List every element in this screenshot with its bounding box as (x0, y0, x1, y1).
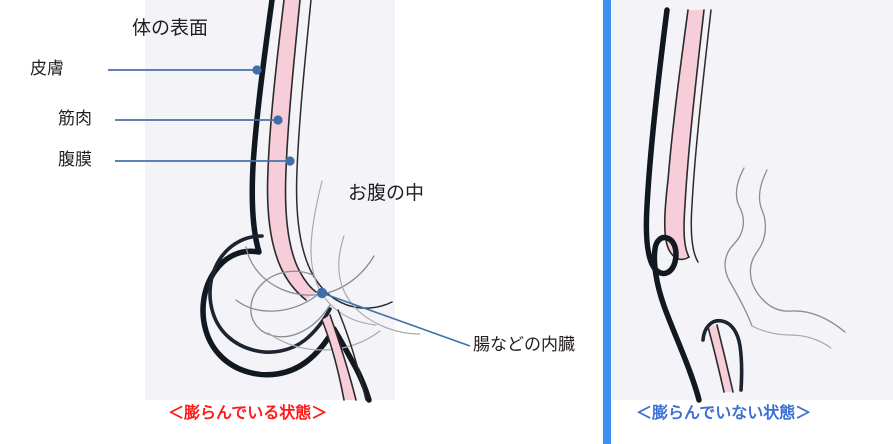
muscle-stub-fill-right (708, 325, 733, 392)
label-skin: 皮膚 (30, 59, 64, 79)
subcutaneous-line (208, 234, 332, 354)
muscle-layer-lower-fill (322, 315, 356, 400)
intestine-free-1-right (724, 167, 753, 327)
dot-skin (252, 65, 262, 75)
label-muscle: 筋肉 (58, 109, 92, 129)
intestine-free-2-right (749, 169, 846, 333)
intestine-loop-3 (310, 180, 377, 326)
right-anatomy-illustration (643, 7, 846, 403)
dot-peritoneum (285, 156, 295, 166)
peritoneum-lower-line (337, 309, 367, 401)
muscle-layer-upper-outline-inner (284, 0, 317, 293)
dot-muscle (273, 115, 283, 125)
hernia-sac-contour (250, 270, 331, 338)
leader-organs (321, 292, 471, 347)
intestine-free-3-right (751, 325, 832, 349)
intestine-loop-2 (235, 295, 317, 312)
label-inside-abdomen: お腹の中 (348, 182, 425, 204)
skin-line (200, 0, 372, 403)
muscle-layer-lower-outline-inner (329, 314, 357, 401)
dot-organs (316, 287, 328, 299)
label-organs: 腸などの内臓 (473, 335, 575, 355)
label-peritoneum: 腹膜 (58, 150, 92, 170)
muscle-stub-outline-right (707, 326, 725, 393)
peritoneum-line-right (690, 9, 712, 263)
muscle-layer-fill-right (664, 10, 704, 260)
intestine-loop-1 (245, 246, 375, 296)
panel-divider (603, 0, 611, 444)
caption-non-bulging-state: ＜膨らんでいない状態＞ (636, 403, 812, 422)
intestine-loop-5 (267, 330, 381, 351)
skin-line-right (643, 7, 702, 403)
peritoneum-line (295, 0, 393, 309)
muscle-layer-upper-fill (267, 0, 316, 300)
muscle-stub-cap-right (701, 318, 744, 392)
label-body-surface: 体の表面 (132, 17, 209, 39)
intestine-loop-4 (338, 235, 421, 335)
muscle-stub-outline-inner-right (716, 324, 734, 393)
muscle-layer-lower-outline (321, 319, 345, 401)
caption-bulging-state: ＜膨らんでいる状態＞ (168, 403, 328, 422)
left-anatomy-illustration (108, 0, 471, 403)
muscle-layer-outline-inner-right (683, 9, 705, 258)
muscle-layer-upper-outline (266, 0, 307, 301)
